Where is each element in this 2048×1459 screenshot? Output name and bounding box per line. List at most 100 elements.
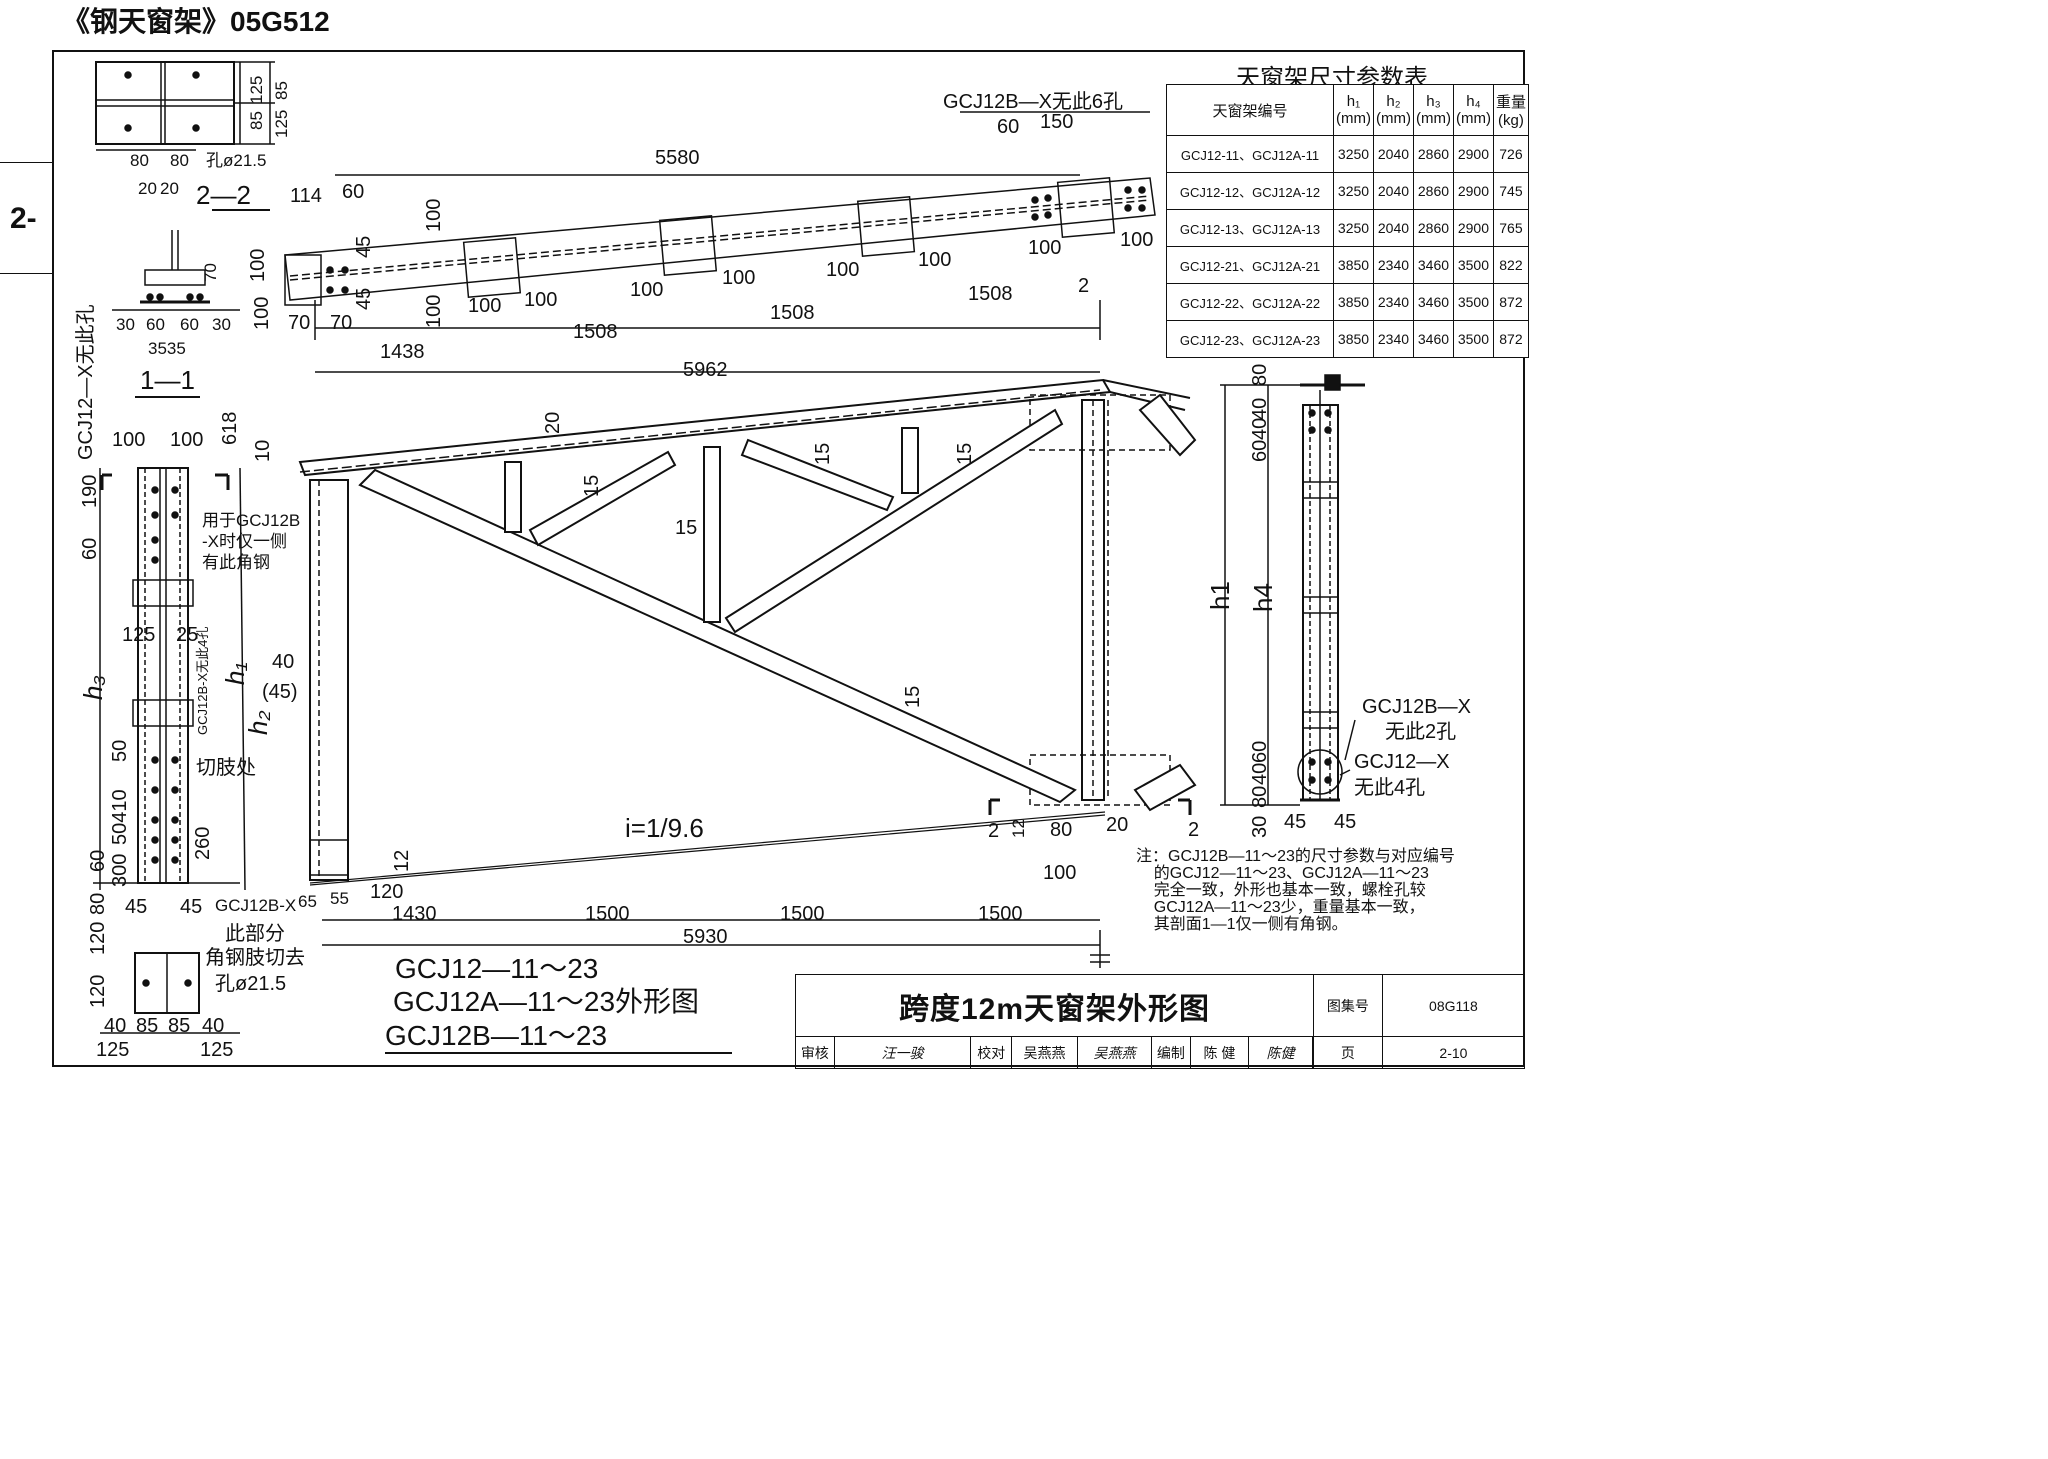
dim-12-truss: 12 bbox=[391, 849, 413, 872]
table-cell: GCJ12-13、GCJ12A-13 bbox=[1166, 209, 1334, 247]
dim-125b-lc: 125 bbox=[200, 1039, 234, 1061]
dim-20-truss: 20 bbox=[1106, 814, 1129, 836]
dim-100-lc1: 100 bbox=[112, 429, 146, 451]
dim-85b: 85 bbox=[272, 81, 291, 100]
dim-260: 260 bbox=[192, 826, 214, 860]
table-cell: 3460 bbox=[1412, 283, 1454, 321]
table-cell: 822 bbox=[1492, 246, 1529, 284]
table-cell: GCJ12-23、GCJ12A-23 bbox=[1166, 320, 1334, 358]
table-cell: 872 bbox=[1492, 283, 1529, 321]
dim-40a-lc: 40 bbox=[104, 1015, 127, 1037]
dim-100-h1: 100 bbox=[468, 295, 502, 317]
atlas-value: 08G118 bbox=[1381, 974, 1526, 1037]
table-cell: 3850 bbox=[1333, 320, 1374, 358]
dim-55: 55 bbox=[330, 889, 349, 908]
drawing-title-line3: GCJ12B—11～23 bbox=[385, 1020, 608, 1051]
dim-60-left: 60 bbox=[342, 181, 365, 203]
dim-70a: 70 bbox=[288, 312, 311, 334]
table-cell: 3500 bbox=[1452, 320, 1494, 358]
dim-120b-lc: 120 bbox=[87, 974, 109, 1008]
dim-114: 114 bbox=[290, 185, 322, 207]
dim-2-top: 2 bbox=[1078, 275, 1090, 297]
table-cell: 3850 bbox=[1333, 246, 1374, 284]
page-label: 页 bbox=[1312, 1036, 1383, 1069]
cut-part-note: 此部分 角钢肢切去 bbox=[205, 923, 305, 969]
section-mark-2-right: 2 bbox=[1188, 819, 1200, 841]
dim-100-lc2: 100 bbox=[170, 429, 204, 451]
dim-1500a: 1500 bbox=[585, 903, 630, 925]
angle-note: 用于GCJ12B -X时仅一侧 有此角钢 bbox=[202, 511, 301, 572]
dim-25-lc: 25 bbox=[176, 624, 199, 646]
dim-45a: 45 bbox=[353, 235, 375, 258]
dim-40b-lc: 40 bbox=[202, 1015, 225, 1037]
dim-5930: 5930 bbox=[683, 926, 728, 948]
check-label: 校对 bbox=[970, 1036, 1013, 1069]
drawing-frame bbox=[52, 50, 1525, 1067]
dim-60-lc: 60 bbox=[79, 537, 101, 560]
h1-label-right: h1 bbox=[1205, 581, 1235, 610]
margin-rule-top bbox=[0, 162, 52, 163]
dim-65: 65 bbox=[298, 892, 317, 911]
section-1-1 bbox=[112, 230, 240, 398]
slope-label: i=1/9.6 bbox=[625, 813, 704, 843]
dim-125a-lc: 125 bbox=[96, 1039, 130, 1061]
dim-10: 10 bbox=[252, 439, 274, 462]
dim-80b-rc: 80 bbox=[1249, 785, 1271, 808]
table-cell: 726 bbox=[1492, 135, 1529, 173]
dim-85b-lc: 85 bbox=[168, 1015, 191, 1037]
h3-label: h₃ bbox=[78, 675, 108, 700]
section-1-1-label: 1—1 bbox=[140, 365, 195, 395]
dim-50410-lc: 50410 bbox=[109, 789, 131, 845]
dim-60b-lc: 60 bbox=[87, 849, 109, 872]
dim-100-h2: 100 bbox=[524, 289, 558, 311]
dim-80a: 80 bbox=[130, 151, 149, 170]
table-cell: 2340 bbox=[1372, 320, 1414, 358]
table-cell: 3250 bbox=[1333, 135, 1374, 173]
label-no-2-holes: 无此2孔 bbox=[1385, 721, 1457, 743]
dim-125-lc: 125 bbox=[122, 624, 156, 646]
check-name: 吴燕燕 bbox=[1011, 1036, 1078, 1069]
dim-40a-rc: 40 bbox=[1249, 397, 1271, 420]
col-header: h₂ (mm) bbox=[1372, 84, 1414, 136]
check-signature: 吴燕燕 bbox=[1076, 1036, 1153, 1069]
weld-15e: 15 bbox=[902, 685, 924, 708]
dim-45l-lc: 45 bbox=[125, 896, 148, 918]
structural-drawing bbox=[93, 61, 1365, 1054]
table-cell: GCJ12-11、GCJ12A-11 bbox=[1166, 135, 1334, 173]
dim-1430: 1430 bbox=[392, 903, 437, 925]
col-header: h₃ (mm) bbox=[1412, 84, 1454, 136]
dim-20a: 20 bbox=[138, 179, 157, 198]
atlas-label: 图集号 bbox=[1312, 974, 1383, 1037]
hole-label-2-2: 孔ø21.5 bbox=[206, 151, 267, 170]
dim-12b-truss: 12 bbox=[1009, 819, 1028, 838]
label-gcj12b-x: GCJ12B—X bbox=[1362, 696, 1471, 718]
top-chord-note: GCJ12B—X无此6孔 bbox=[943, 91, 1124, 113]
dim-1508c: 1508 bbox=[968, 283, 1013, 305]
section-mark-2-left: 2 bbox=[988, 820, 1000, 842]
dim-70b: 70 bbox=[330, 312, 353, 334]
dim-85a: 85 bbox=[247, 111, 266, 130]
dim-120-truss: 120 bbox=[370, 881, 404, 903]
table-cell: 3500 bbox=[1452, 283, 1494, 321]
dim-80b: 80 bbox=[170, 151, 189, 170]
dim-100-v4: 100 bbox=[423, 294, 445, 328]
h1-label-left: h₁ bbox=[220, 662, 250, 685]
table-cell: 2900 bbox=[1452, 135, 1494, 173]
drawing-note: 注：GCJ12B—11～23的尺寸参数与对应编号 的GCJ12—11～23、GC… bbox=[1136, 848, 1455, 933]
dim-80-lc: 80 bbox=[87, 892, 109, 915]
col-header: h₁ (mm) bbox=[1333, 84, 1374, 136]
left-column-note-vertical-2: GCJ12B-X无此4孔 bbox=[195, 626, 210, 735]
draw-signature: 陈健 bbox=[1248, 1036, 1313, 1069]
table-cell: GCJ12-22、GCJ12A-22 bbox=[1166, 283, 1334, 321]
page-marker: 2- bbox=[10, 202, 37, 235]
table-cell: 3850 bbox=[1333, 283, 1374, 321]
section-2-2-label: 2—2 bbox=[196, 180, 251, 210]
label-gcj12-x: GCJ12—X bbox=[1354, 751, 1450, 773]
top-chord-detail bbox=[284, 111, 1156, 373]
dim-80-truss: 80 bbox=[1050, 819, 1073, 841]
dim-60b-rc: 60 bbox=[1249, 740, 1271, 763]
dim-100-h6: 100 bbox=[918, 249, 952, 271]
table-cell: 765 bbox=[1492, 209, 1529, 247]
dim-100-truss: 100 bbox=[1043, 862, 1077, 884]
